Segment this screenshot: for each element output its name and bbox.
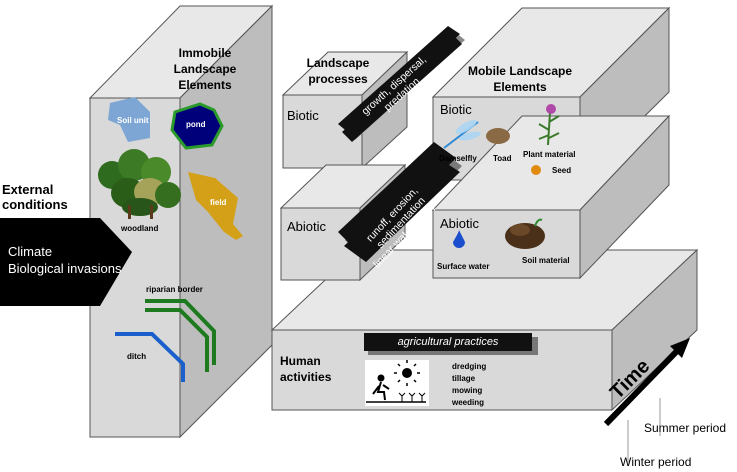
- ditch-label: ditch: [127, 352, 147, 361]
- climate-label: Climate: [8, 244, 53, 259]
- toad-icon: [486, 128, 510, 144]
- pond-icon: [170, 102, 224, 150]
- external-heading-line1: External: [2, 182, 54, 197]
- processes-title-line1: Landscape: [306, 56, 370, 70]
- mobile-title-line2: Elements: [493, 80, 547, 94]
- seed-label: Seed: [552, 166, 572, 175]
- immobile-title-line3: Elements: [178, 78, 232, 92]
- practices-label: agricultural practices: [397, 336, 499, 348]
- farmer-pictogram: [365, 360, 429, 406]
- soil-material-label: Soil material: [522, 256, 570, 265]
- time-arrowhead: [670, 338, 690, 358]
- riparian-border-icon: [145, 299, 216, 372]
- soil-material-icon: [505, 218, 545, 249]
- external-arrow: [0, 218, 132, 306]
- pond-label: pond: [186, 120, 206, 129]
- surface-water-label: Surface water: [437, 262, 490, 271]
- damselfly-label: Damselfly: [439, 154, 477, 163]
- plant-material-icon: [538, 104, 560, 146]
- immobile-title-line2: Landscape: [173, 62, 237, 76]
- soil-unit-label: Soil unit: [117, 116, 149, 125]
- seed-icon: [531, 165, 541, 175]
- processes-title-line2: processes: [308, 72, 368, 86]
- practices-band: [364, 333, 532, 351]
- dredging-label: dredging: [452, 362, 487, 371]
- plant-material-label: Plant material: [523, 150, 576, 159]
- riparian-label: riparian border: [146, 285, 203, 294]
- human-line2: activities: [280, 370, 332, 384]
- biotic-process-band: [338, 26, 465, 142]
- soil-unit-icon: [108, 97, 150, 142]
- field-label: field: [210, 198, 227, 207]
- abiotic-process-band: [338, 142, 462, 262]
- immobile-title-line1: Immobile: [178, 46, 232, 60]
- mobile-biotic-label: Biotic: [440, 102, 472, 117]
- winter-label: Winter period: [620, 455, 692, 469]
- mowing-label: mowing: [452, 386, 483, 395]
- invasions-label: Biological invasions: [8, 261, 122, 276]
- ditch-icon: [115, 332, 185, 382]
- mobile-title-line1: Mobile Landscape: [467, 64, 573, 78]
- woodland-label: woodland: [121, 224, 159, 233]
- mobile-abiotic-label: Abiotic: [440, 216, 480, 231]
- human-line1: Human: [280, 354, 321, 368]
- time-axis: [603, 347, 681, 427]
- damselfly-icon: [443, 120, 481, 149]
- tillage-label: tillage: [452, 374, 476, 383]
- toad-label: Toad: [493, 154, 512, 163]
- process-biotic-label: Biotic: [287, 108, 319, 123]
- summer-label: Summer period: [644, 421, 727, 435]
- water-drop-icon: [453, 230, 465, 248]
- woodland-icon: [98, 149, 181, 219]
- process-abiotic-label: Abiotic: [287, 219, 327, 234]
- field-icon: [188, 172, 243, 240]
- external-heading-line2: conditions: [2, 197, 68, 212]
- weeding-label: weeding: [452, 398, 485, 407]
